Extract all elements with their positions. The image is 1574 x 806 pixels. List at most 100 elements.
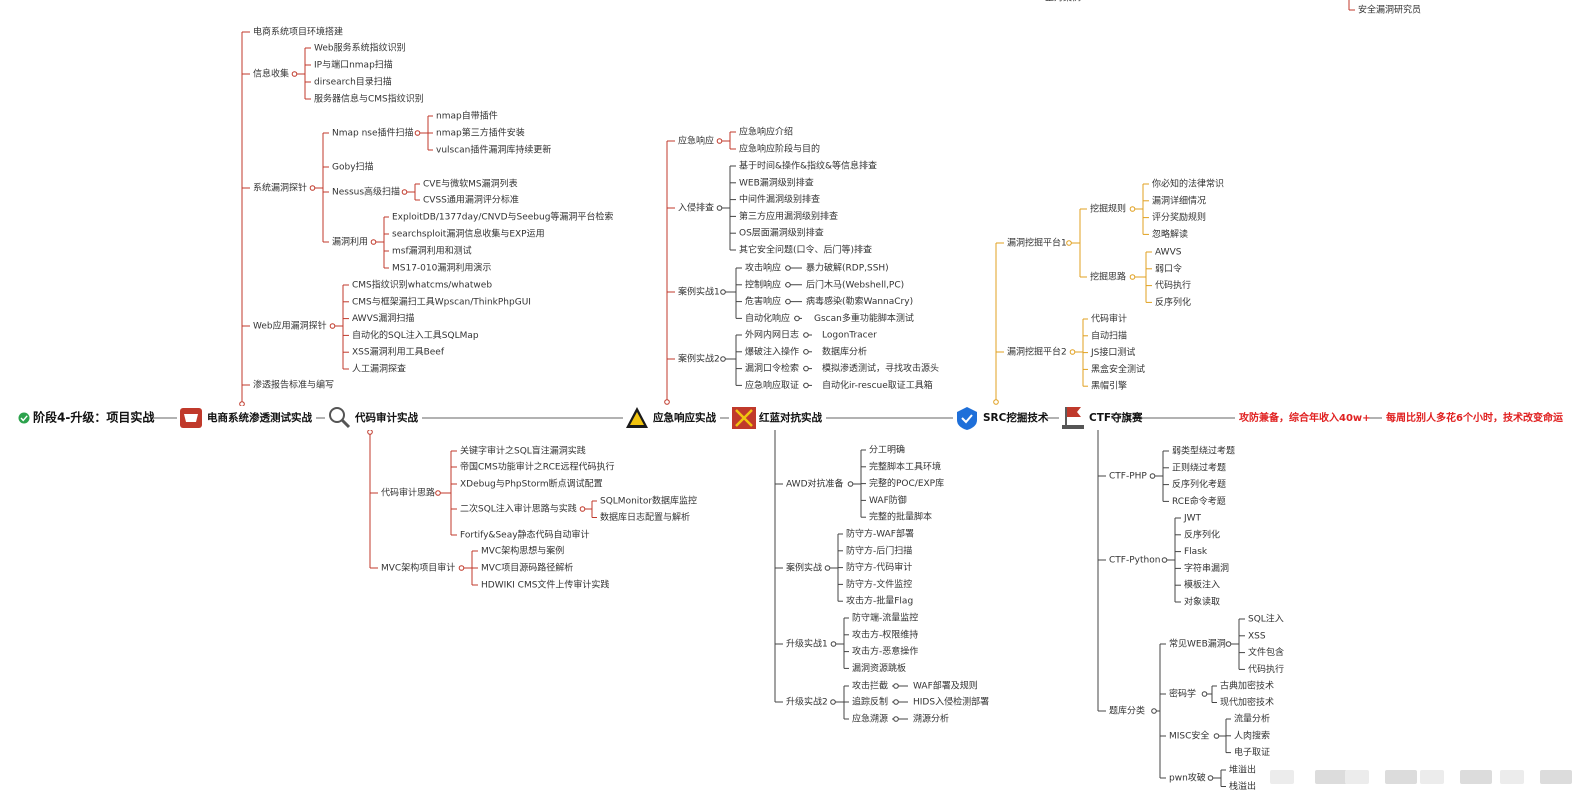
collapse-toggle-icon[interactable]	[803, 382, 809, 389]
node-label: 控制响应	[745, 278, 781, 290]
node-label: 攻击响应	[745, 262, 781, 274]
node-label: 忽略解读	[1152, 228, 1188, 240]
node-label: HIDS入侵检测部署	[913, 696, 989, 708]
note-background	[1235, 410, 1366, 426]
collapse-toggle-icon[interactable]	[847, 481, 854, 487]
node-label: vulscan插件漏洞库持续更新	[436, 144, 551, 156]
hub-icons	[18, 407, 1572, 784]
node-label: 黑盒安全测试	[1091, 363, 1145, 375]
node-label: 人工漏洞探查	[352, 363, 406, 375]
collapse-toggle-icon[interactable]	[1149, 473, 1156, 479]
node-label: XSS漏洞利用工具Beef	[352, 346, 445, 358]
node-label: 挖掘思路	[1090, 271, 1126, 283]
collapse-toggle-icon[interactable]	[1069, 349, 1076, 355]
collapse-toggle-icon[interactable]	[893, 716, 899, 722]
hub-label-rb: 红蓝对抗实战	[759, 411, 822, 424]
node-label: SQLMonitor数据库监控	[600, 495, 697, 507]
collapse-toggle-icon[interactable]	[993, 399, 999, 405]
root-node-label: 阶段4-升级：项目实战	[33, 410, 154, 425]
node-label: 电子取证	[1234, 746, 1270, 758]
node-label: 现代加密技术	[1220, 696, 1274, 708]
collapse-toggle-icon[interactable]	[785, 298, 791, 305]
connector-dots	[239, 71, 1232, 781]
collapse-toggle-icon[interactable]	[1151, 708, 1157, 714]
collapse-toggle-icon[interactable]	[239, 401, 245, 407]
node-label: Fortify&Seay静态代码自动审计	[460, 529, 590, 541]
node-label: 对象读取	[1184, 596, 1220, 608]
collapse-toggle-icon[interactable]	[1225, 641, 1232, 647]
node-label: 漏洞挖掘平台1	[1007, 237, 1067, 249]
collapse-toggle-icon[interactable]	[716, 205, 723, 211]
collapse-toggle-icon[interactable]	[830, 641, 837, 647]
node-label: 病毒感染(勒索WannaCry)	[806, 295, 913, 307]
node-label: 服务器信息与CMS指纹识别	[314, 93, 424, 105]
collapse-toggle-icon[interactable]	[803, 332, 809, 338]
collapse-toggle-icon[interactable]	[1161, 557, 1168, 563]
collapse-toggle-icon[interactable]	[716, 138, 723, 144]
collapse-toggle-icon[interactable]	[785, 265, 791, 271]
collapse-toggle-icon[interactable]	[1201, 691, 1208, 697]
node-label: 文件包含	[1248, 646, 1284, 658]
collapse-toggle-icon[interactable]	[803, 365, 809, 372]
node-label: Gscan多重功能脚本测试	[814, 312, 914, 324]
node-label: 外网内网日志	[745, 329, 799, 341]
collapse-toggle-icon[interactable]	[824, 565, 831, 571]
flag-icon	[1062, 425, 1084, 429]
collapse-toggle-icon[interactable]	[579, 506, 586, 512]
collapse-toggle-icon[interactable]	[794, 315, 800, 322]
highlight-note: 每周比别人多花6个小时，技术改变命运	[1386, 411, 1563, 424]
node-label: 你必知的法律常识	[1152, 178, 1224, 190]
collapse-toggle-icon[interactable]	[893, 683, 899, 689]
collapse-toggle-icon[interactable]	[291, 71, 298, 77]
node-label: MISC安全	[1169, 730, 1209, 742]
node-labels: 阶段4-升级：项目实战正对案例安全漏洞研究员电商系统渗透测试实战代码审计实战应急…	[33, 0, 1566, 792]
collapse-toggle-icon[interactable]	[720, 356, 726, 362]
collapse-toggle-icon[interactable]	[1066, 240, 1072, 246]
watermark-block	[1385, 770, 1417, 784]
node-label: LogonTracer	[822, 331, 877, 341]
collapse-toggle-icon[interactable]	[309, 185, 316, 191]
collapse-toggle-icon[interactable]	[1207, 775, 1214, 781]
node-label: Flask	[1184, 547, 1208, 557]
node-label: 漏洞挖掘平台2	[1007, 346, 1067, 358]
node-label: 常见WEB漏洞	[1169, 638, 1226, 650]
shield-icon	[961, 414, 973, 424]
node-label: 黑帽引擎	[1091, 380, 1127, 392]
collapse-toggle-icon[interactable]	[367, 429, 373, 435]
collapse-toggle-icon[interactable]	[458, 565, 465, 571]
node-label: 案例实战	[786, 562, 822, 574]
collapse-toggle-icon[interactable]	[893, 699, 899, 705]
collapse-toggle-icon[interactable]	[370, 239, 377, 245]
collapse-toggle-icon[interactable]	[435, 490, 441, 496]
node-label: 反序列化	[1155, 296, 1191, 308]
collapse-toggle-icon[interactable]	[785, 282, 791, 288]
node-label: 攻击方-恶意操作	[852, 645, 918, 657]
node-label: 电商系统项目环境搭建	[253, 26, 343, 38]
collapse-toggle-icon[interactable]	[720, 289, 726, 295]
node-label: 漏洞详细情况	[1152, 194, 1206, 206]
node-label: RCE命令考题	[1172, 495, 1226, 507]
node-label: IP与端口nmap扫描	[314, 59, 393, 71]
node-label: dirsearch目录扫描	[314, 76, 392, 88]
node-label: 完整的POC/EXP库	[869, 477, 944, 489]
node-label: MS17-010漏洞利用演示	[392, 262, 491, 274]
node-label: 反序列化	[1184, 528, 1220, 540]
red-blue-shield-icon	[735, 409, 753, 427]
collapse-toggle-icon[interactable]	[1129, 206, 1136, 212]
hub-label-ctf: CTF夺旗赛	[1089, 411, 1143, 424]
collapse-toggle-icon[interactable]	[414, 130, 421, 136]
collapse-toggle-icon[interactable]	[803, 349, 809, 355]
collapse-toggle-icon[interactable]	[1129, 274, 1136, 280]
collapse-toggle-icon[interactable]	[401, 189, 408, 195]
collapse-toggle-icon[interactable]	[830, 699, 836, 705]
collapse-toggle-icon[interactable]	[664, 399, 670, 405]
node-label: 升级实战1	[786, 638, 828, 650]
collapse-toggle-icon[interactable]	[329, 323, 336, 329]
node-label: 入侵排查	[678, 202, 714, 214]
collapse-toggle-icon[interactable]	[1213, 733, 1220, 739]
node-label: 挖掘规则	[1090, 203, 1126, 215]
node-label: 二次SQL注入审计思路与实践	[460, 503, 577, 515]
node-label: 应急响应	[678, 135, 714, 147]
node-label: 系统漏洞探针	[253, 182, 307, 194]
